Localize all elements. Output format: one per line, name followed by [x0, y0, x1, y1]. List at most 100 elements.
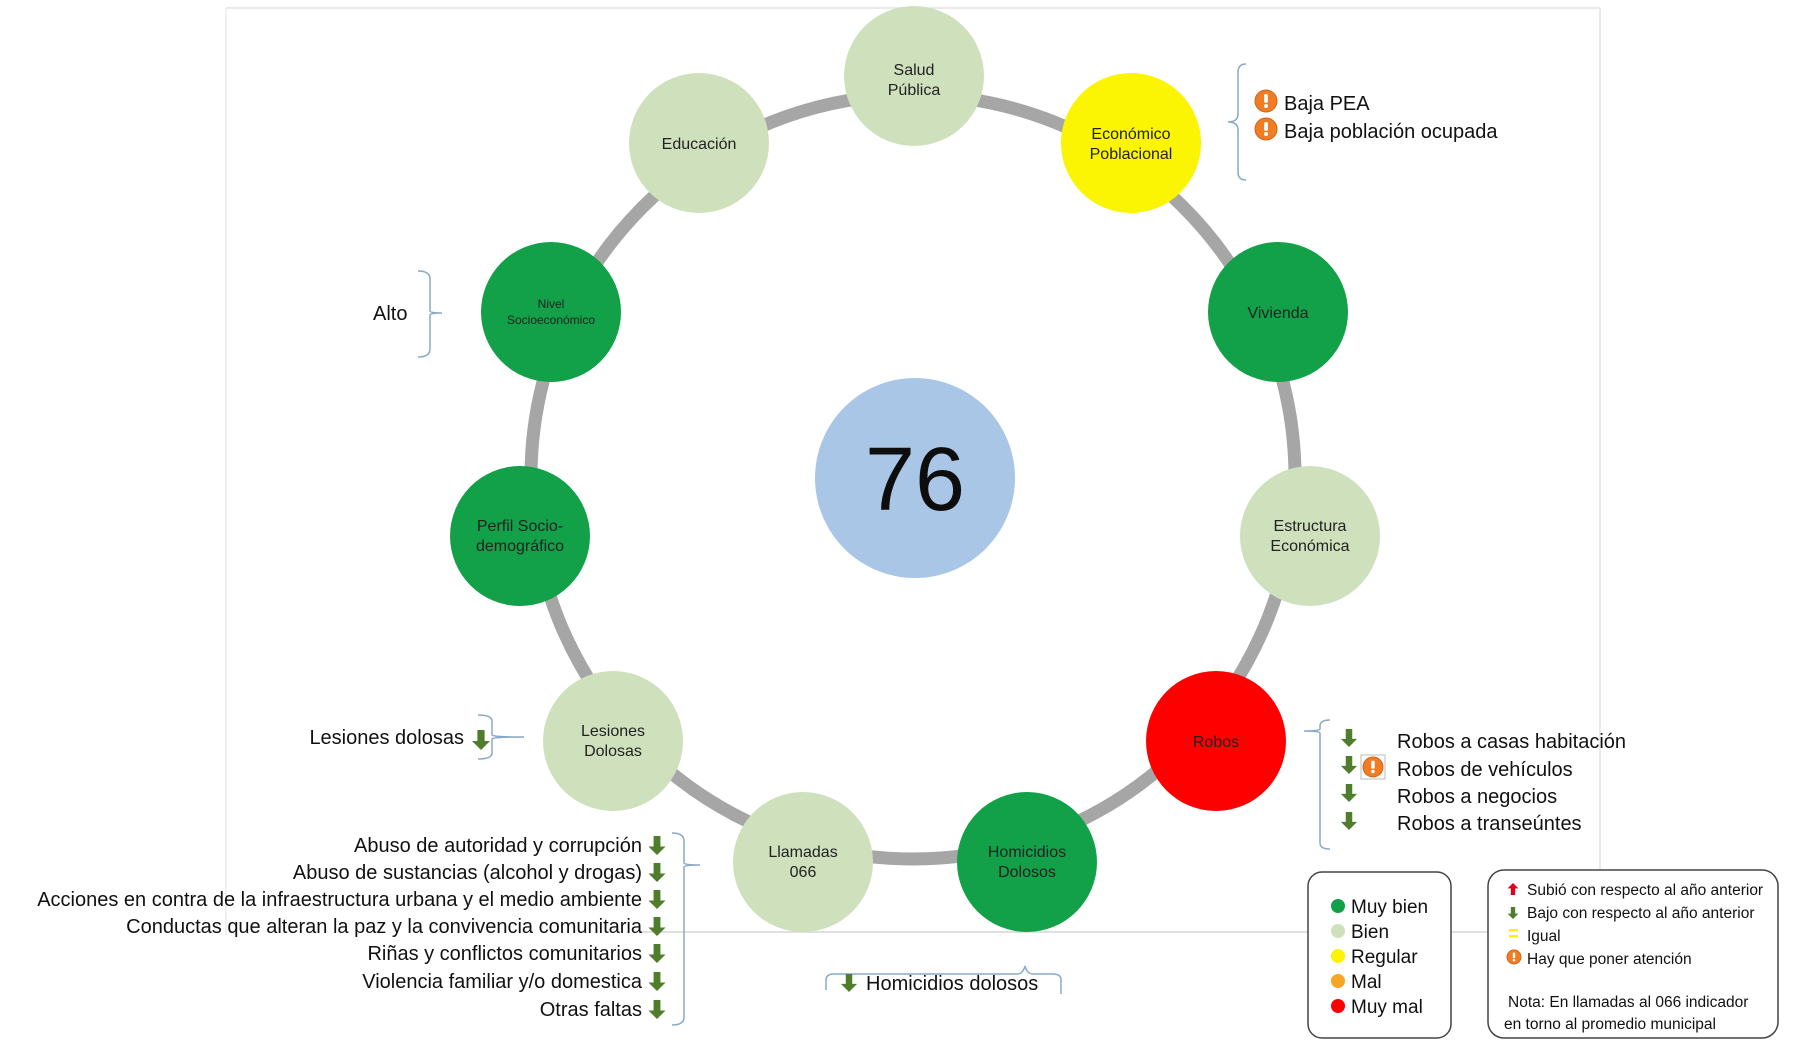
node-circle — [1240, 466, 1380, 606]
legend-status-item: Regular — [1331, 947, 1418, 968]
node-robos: Robos — [1146, 671, 1286, 811]
node-label-line: Lesiones — [581, 723, 645, 740]
brace-lesiones — [477, 714, 525, 760]
annotation-text: Abuso de sustancias (alcohol y drogas) — [293, 862, 642, 884]
down-arrow-icon — [1507, 907, 1519, 919]
node-circle — [450, 466, 590, 606]
node-label-line: Homicidios — [988, 844, 1066, 861]
legend-label: Bien — [1351, 922, 1389, 943]
node-label-line: Vivienda — [1247, 305, 1308, 322]
node-label-line: Económico — [1091, 126, 1170, 143]
down-arrow-icon — [1340, 729, 1358, 747]
legend-status-box — [1307, 871, 1452, 1039]
legend-swatch — [1331, 974, 1345, 988]
annotation-text: Homicidios dolosos — [866, 973, 1038, 995]
node-label-line: Robos — [1193, 734, 1239, 751]
annotation-text: Riñas y conflictos comunitarios — [367, 943, 642, 965]
node-label-line: Socioeconómico — [507, 313, 595, 327]
legend-note-line: en torno al promedio municipal — [1504, 1016, 1716, 1033]
node-circle — [543, 671, 683, 811]
annotation-text: Acciones en contra de la infraestructura… — [37, 889, 642, 911]
node-estructura-economica: Estructura Económica — [1240, 466, 1380, 606]
node-circle — [629, 73, 769, 213]
robos-trend-icons — [1340, 729, 1386, 830]
legend-status-item: Muy bien — [1331, 897, 1428, 918]
node-vivienda: Vivienda — [1208, 242, 1348, 382]
legend-trend-label: Hay que poner atención — [1527, 951, 1692, 968]
attention-icon — [1362, 756, 1384, 778]
brace-llamadas — [671, 832, 701, 1026]
down-arrow-icon — [1340, 812, 1358, 830]
node-circle — [1208, 242, 1348, 382]
down-arrow-icon — [1340, 784, 1358, 802]
down-arrow-icon — [648, 917, 666, 936]
up-arrow-icon — [1507, 883, 1519, 895]
annotation-item: Robos de vehículos — [1397, 759, 1573, 781]
down-arrow-icon — [472, 730, 490, 750]
brace-robos — [1303, 719, 1331, 850]
down-arrow-icon — [648, 944, 666, 963]
down-arrow-icon — [472, 730, 490, 750]
node-label-line: Llamadas — [768, 844, 837, 861]
legend-swatch — [1331, 899, 1345, 913]
legend-swatch — [1331, 999, 1345, 1013]
node-educacion: Educación — [629, 73, 769, 213]
annotation-text: Lesiones dolosas — [309, 727, 464, 749]
legend-note-line: Nota: En llamadas al 066 indicador — [1508, 994, 1748, 1011]
annotation-text: Abuso de autoridad y corrupción — [354, 835, 642, 857]
node-label-line: Pública — [888, 82, 941, 99]
down-arrow-icon — [648, 863, 666, 882]
brace-economico — [1227, 63, 1247, 181]
attention-icon — [1254, 117, 1278, 141]
node-label-line: 066 — [790, 864, 817, 881]
annotation-item: Baja población ocupada — [1254, 117, 1498, 143]
attention-icon — [1254, 117, 1278, 141]
legend-status-item: Bien — [1331, 922, 1389, 943]
legend-swatch — [1331, 924, 1345, 938]
node-label-line: Perfil Socio- — [477, 518, 563, 535]
annotation-text: Violencia familiar y/o domestica — [362, 971, 643, 993]
node-nivel-socioeconomico: Nivel Socioeconómico — [481, 242, 621, 382]
down-arrow-icon — [648, 890, 666, 909]
node-circle — [844, 6, 984, 146]
annotation-item: Robos a negocios — [1397, 786, 1557, 808]
node-lesiones-dolosas: Lesiones Dolosas — [543, 671, 683, 811]
node-label-line: Dolosos — [998, 864, 1056, 881]
node-llamadas-066: Llamadas 066 — [733, 792, 873, 932]
node-label-line: Poblacional — [1090, 146, 1173, 163]
attention-icon — [1254, 89, 1278, 113]
node-circle — [1146, 671, 1286, 811]
legend-swatch — [1331, 949, 1345, 963]
llamadas-trend-icons — [648, 836, 666, 1019]
brace-nivel — [417, 270, 443, 358]
node-label-line: Estructura — [1274, 518, 1347, 535]
attention-icon — [1506, 949, 1522, 965]
annotation-text: Baja población ocupada — [1284, 121, 1498, 143]
node-perfil-sociodemografico: Perfil Socio- demográfico — [450, 466, 590, 606]
down-arrow-icon — [648, 972, 666, 991]
down-arrow-icon — [840, 974, 858, 992]
node-label-line: Económica — [1270, 538, 1349, 555]
legend-trend-box — [1487, 869, 1779, 1039]
node-label-line: Nivel — [538, 297, 565, 311]
legend-label: Muy mal — [1351, 997, 1423, 1018]
down-arrow-icon — [648, 836, 666, 855]
legend-status-item: Muy mal — [1331, 997, 1423, 1018]
annotation-item: Robos a transeúntes — [1397, 813, 1582, 835]
node-economico-poblacional: Económico Poblacional — [1061, 73, 1201, 213]
annotation-text: Robos de vehículos — [1397, 759, 1573, 781]
annotation-text: Otras faltas — [540, 999, 642, 1021]
annotation-item: Baja PEA — [1254, 89, 1370, 115]
legend-label: Muy bien — [1351, 897, 1428, 918]
legend-trend-label: Bajo con respecto al año anterior — [1527, 905, 1754, 922]
node-label-line: Salud — [894, 62, 935, 79]
node-label-line: Dolosas — [584, 743, 642, 760]
brace-homicidios — [825, 965, 1062, 994]
legend-trend-icons — [1506, 883, 1522, 965]
annotation-text: Alto — [373, 303, 407, 325]
down-arrow-icon — [648, 1000, 666, 1019]
annotation-text: Baja PEA — [1284, 93, 1370, 115]
legend-status-item: Mal — [1331, 972, 1382, 993]
